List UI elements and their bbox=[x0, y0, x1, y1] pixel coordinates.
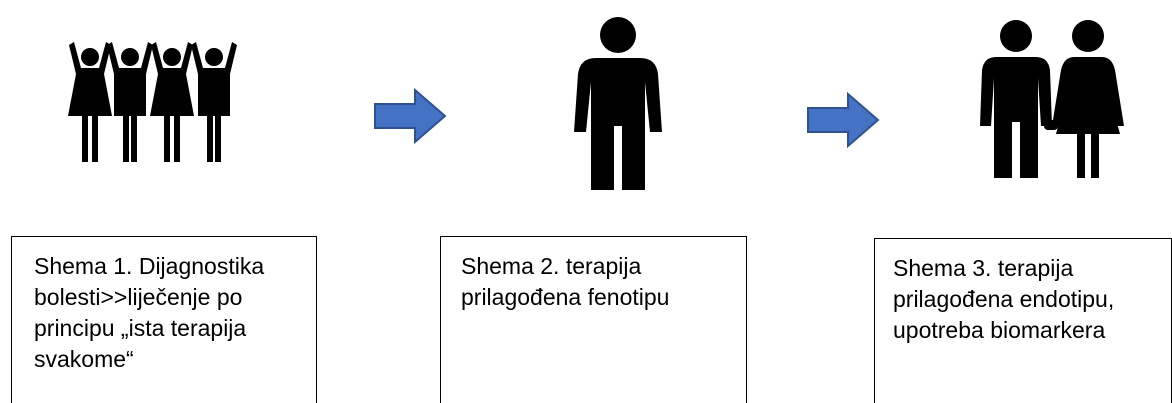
caption-line: Shema 1. Dijagnostika bbox=[34, 253, 265, 279]
caption-box-3: Shema 3. terapija prilagođena endotipu, … bbox=[874, 238, 1172, 403]
caption-line: Shema 2. terapija bbox=[461, 253, 642, 279]
caption-line: upotreba biomarkera bbox=[893, 317, 1106, 343]
couple-holding-hands-icon bbox=[978, 16, 1126, 184]
caption-line: prilagođena fenotipu bbox=[461, 284, 670, 310]
right-arrow-icon bbox=[373, 88, 449, 144]
caption-line: prilagođena endotipu, bbox=[893, 286, 1115, 312]
right-arrow-icon bbox=[806, 92, 882, 148]
caption-line: svakome“ bbox=[34, 346, 134, 372]
caption-line: principu „ista terapija bbox=[34, 315, 247, 341]
caption-box-2: Shema 2. terapija prilagođena fenotipu bbox=[440, 236, 747, 403]
caption-line: bolesti>>liječenje po bbox=[34, 284, 243, 310]
caption-box-1: Shema 1. Dijagnostika bolesti>>liječenje… bbox=[11, 236, 317, 403]
group-of-four-people-icon bbox=[68, 40, 238, 162]
caption-line: Shema 3. terapija bbox=[893, 255, 1074, 281]
single-person-icon bbox=[570, 14, 666, 194]
